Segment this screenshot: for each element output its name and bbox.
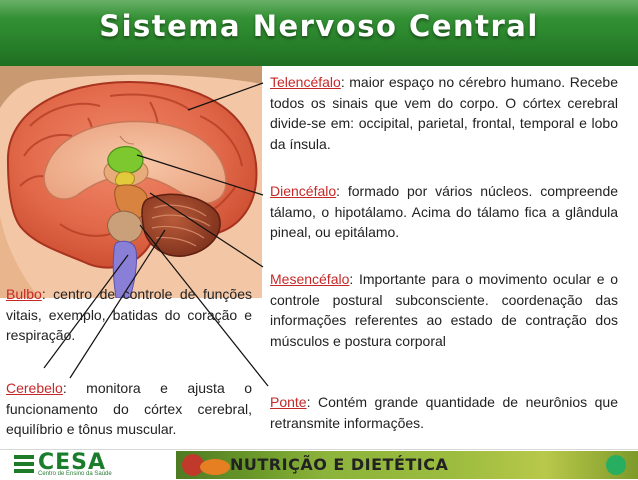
cerebelo-term: Cerebelo [6, 380, 63, 396]
lettuce-icon [606, 455, 626, 475]
diencefalo-term: Diencéfalo [270, 183, 336, 199]
mesencefalo-term: Mesencéfalo [270, 271, 349, 287]
mesencefalo-line-1: : Importante para o movimento [349, 271, 547, 287]
ponte-line-1: : Contém grande quantidade de [307, 394, 518, 410]
cerebelo-line-4: muscular. [117, 421, 177, 437]
brain-illustration [0, 66, 262, 298]
cerebelo-block: Cerebelo: monitora e ajusta o funcioname… [6, 378, 252, 440]
cesa-logo-icon [14, 455, 34, 475]
course-title: NUTRIÇÃO E DIETÉTICA [230, 451, 448, 479]
diencefalo-line-1: : formado por vários núcleos. [336, 183, 532, 199]
mesencefalo-line-5: corporal [395, 333, 446, 349]
telencefalo-line-5: ínsula. [289, 136, 330, 152]
cesa-logo-subtitle: Centro de Ensino da Saúde [38, 471, 112, 478]
bulbo-line-1: : centro de controle de [42, 286, 196, 302]
telencefalo-line-1: : maior espaço no cérebro [341, 74, 506, 90]
diencefalo-block: Diencéfalo: formado por vários núcleos. … [270, 181, 618, 243]
mesencefalo-block: Mesencéfalo: Importante para o movimento… [270, 269, 618, 351]
cerebelo-line-1: : monitora e ajusta o [63, 380, 252, 396]
pineal-gland [115, 172, 134, 187]
hypothalamus [108, 147, 143, 174]
page-title: Sistema Nervoso Central [0, 9, 638, 43]
pons [108, 211, 143, 242]
telencefalo-term: Telencéfalo [270, 74, 341, 90]
ponte-term: Ponte [270, 394, 307, 410]
telencefalo-block: Telencéfalo: maior espaço no cérebro hum… [270, 72, 618, 154]
bulbo-term: Bulbo [6, 286, 42, 302]
ponte-block: Ponte: Contém grande quantidade de neurô… [270, 392, 618, 433]
carrot-icon [200, 459, 230, 475]
cerebelo-line-2: funcionamento do córtex [6, 401, 182, 417]
bulbo-block: Bulbo: centro de controle de funções vit… [6, 284, 252, 346]
